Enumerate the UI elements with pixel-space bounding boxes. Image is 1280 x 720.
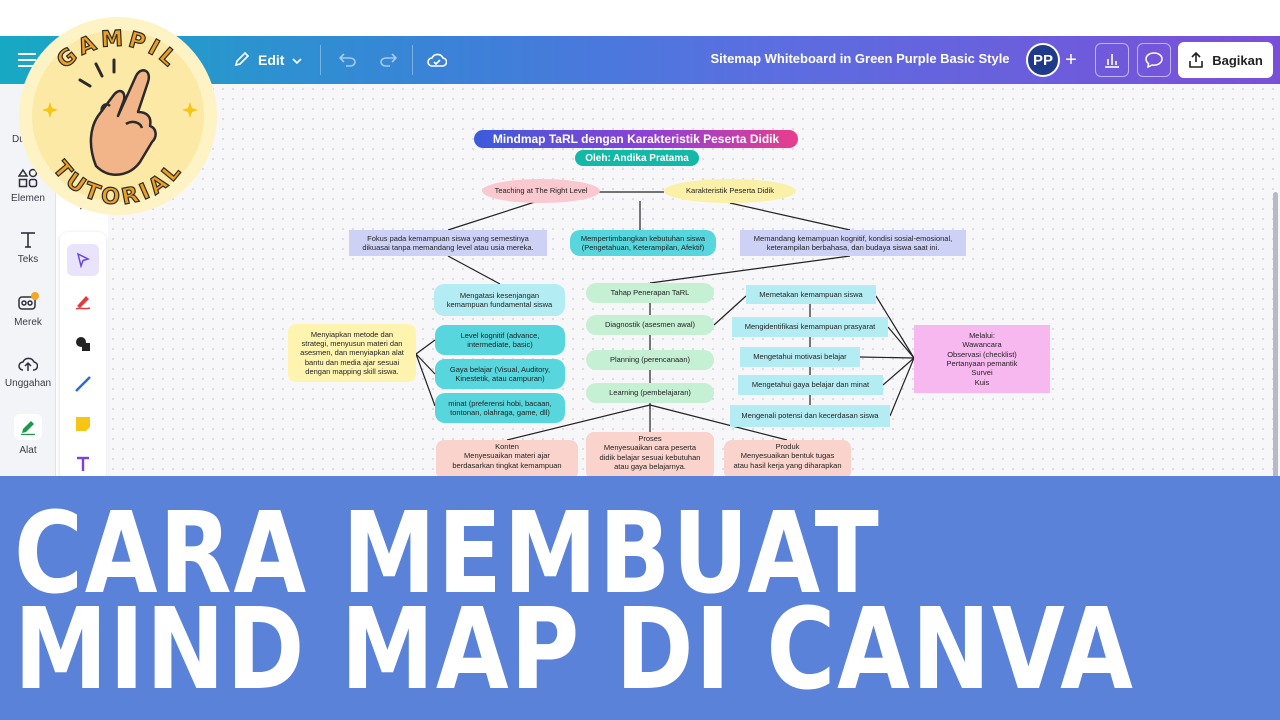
shapes-icon: [76, 337, 90, 351]
pointer-icon: [76, 252, 91, 268]
node-diagnostik[interactable]: Diagnostik (asesmen awal): [586, 315, 714, 335]
node-learning[interactable]: Learning (pembelajaran): [586, 383, 714, 403]
tools-icon: [14, 414, 42, 440]
sticky-note-icon: [76, 417, 90, 431]
node-gaya-minat[interactable]: Mengetahui gaya belajar dan minat: [738, 375, 883, 395]
gampil-tutorial-logo: GAMPIL TUTORIAL: [19, 17, 217, 215]
snapping-hand-icon: [89, 69, 157, 176]
sidebar-item-merek[interactable]: Merek: [0, 292, 56, 328]
mindmap-title[interactable]: Mindmap TaRL dengan Karakteristik Pesert…: [474, 130, 798, 148]
sidebar-item-design-label[interactable]: Du: [12, 134, 25, 145]
node-planning[interactable]: Planning (perencanaan): [586, 350, 714, 370]
edit-label: Edit: [258, 52, 285, 68]
node-melalui[interactable]: Melalui: Wawancara Observasi (checklist)…: [914, 325, 1050, 393]
title-banner: [0, 476, 1280, 720]
pen-tool[interactable]: [67, 286, 99, 318]
toolbar-divider: [320, 45, 321, 75]
node-menyiapkan[interactable]: Menyiapkan metode dan strategi, menyusun…: [288, 324, 416, 382]
marker-icon: [75, 296, 91, 310]
node-memandang[interactable]: Memandang kemampuan kognitif, kondisi so…: [740, 230, 966, 256]
sidebar-item-teks[interactable]: Teks: [0, 231, 56, 265]
node-teaching-right-level[interactable]: Teaching at The Right Level: [482, 179, 600, 203]
sidebar-item-unggahan[interactable]: Unggahan: [0, 355, 56, 389]
node-potensi[interactable]: Mengenali potensi dan kecerdasan siswa: [730, 405, 890, 427]
sidebar-item-label: Elemen: [11, 193, 45, 204]
line-tool[interactable]: [67, 368, 99, 400]
sidebar-item-label: Unggahan: [4, 378, 52, 389]
cloud-saved-icon[interactable]: [423, 46, 451, 74]
node-mengatasi[interactable]: Mengatasi kesenjangan kemampuan fundamen…: [434, 284, 565, 316]
comment-icon: [1145, 52, 1163, 68]
text-tool-icon: [77, 456, 89, 471]
undo-icon[interactable]: [334, 46, 362, 74]
node-level-kognitif[interactable]: Level kognitif (advance, intermediate, b…: [435, 325, 565, 355]
canvas-scrollbar[interactable]: [1273, 192, 1278, 482]
node-mengidentifikasi[interactable]: Mengidentifikasi kemampuan prasyarat: [732, 317, 888, 337]
drawing-tool-strip: [60, 232, 106, 480]
avatar[interactable]: PP: [1026, 43, 1060, 77]
pencil-icon: [234, 51, 250, 70]
editor-topbar: Edit Sitemap Whiteboard in Green Purple …: [0, 36, 1280, 84]
edit-menu-button[interactable]: Edit: [228, 46, 308, 74]
node-fokus[interactable]: Fokus pada kemampuan siswa yang semestin…: [349, 230, 547, 256]
select-pointer-tool[interactable]: [67, 244, 99, 276]
brand-icon: [18, 292, 39, 310]
node-produk[interactable]: Produk Menyesuaikan bentuk tugas atau ha…: [724, 440, 851, 480]
share-button[interactable]: Bagikan: [1178, 42, 1273, 78]
node-tahap[interactable]: Tahap Penerapan TaRL: [586, 283, 714, 303]
node-gaya-belajar[interactable]: Gaya belajar (Visual, Auditory, Kinestet…: [435, 359, 565, 389]
sidebar-item-label: Alat: [19, 445, 37, 456]
line-icon: [75, 376, 91, 392]
node-proses[interactable]: Proses Menyesuaikan cara peserta didik b…: [586, 432, 714, 480]
share-label: Bagikan: [1212, 52, 1263, 68]
sidebar-item-label: Merek: [14, 317, 42, 328]
sidebar-item-elemen[interactable]: Elemen: [0, 168, 56, 204]
node-motivasi[interactable]: Mengetahui motivasi belajar: [740, 347, 860, 367]
share-upload-icon: [1189, 52, 1204, 68]
mindmap-author[interactable]: Oleh: Andika Pratama: [575, 150, 699, 166]
banner-title-line-1: CARA MEMBUAT: [14, 489, 881, 619]
node-minat[interactable]: minat (preferensi hobi, bacaan, tontonan…: [435, 393, 565, 423]
upload-icon: [18, 357, 38, 371]
toolbar-divider: [412, 45, 413, 75]
text-tool[interactable]: [67, 448, 99, 480]
node-karakteristik[interactable]: Karakteristik Peserta Didik: [664, 179, 796, 203]
sidebar-item-alat[interactable]: Alat: [0, 414, 56, 456]
add-collaborator-button[interactable]: +: [1056, 44, 1086, 76]
insights-button[interactable]: [1095, 43, 1129, 77]
plus-icon: +: [1065, 48, 1077, 71]
banner-title-line-2: MIND MAP DI CANVA: [14, 585, 1135, 715]
node-konten[interactable]: Konten Menyesuaikan materi ajar berdasar…: [436, 440, 578, 480]
text-icon: [21, 232, 35, 248]
bar-chart-icon: [1105, 54, 1119, 68]
node-mempertimbangkan[interactable]: Mempertimbangkan kebutuhan siswa (Penget…: [570, 230, 716, 256]
chevron-down-icon: [292, 52, 303, 68]
node-memetakan[interactable]: Memetakan kemampuan siswa: [746, 285, 876, 304]
redo-icon[interactable]: [374, 46, 402, 74]
sticky-note-tool[interactable]: [67, 408, 99, 440]
document-title[interactable]: Sitemap Whiteboard in Green Purple Basic…: [710, 51, 1010, 66]
shape-tool[interactable]: [67, 328, 99, 360]
sidebar-item-label: Teks: [17, 254, 39, 265]
elements-icon: [18, 168, 38, 188]
comment-button[interactable]: [1137, 43, 1171, 77]
